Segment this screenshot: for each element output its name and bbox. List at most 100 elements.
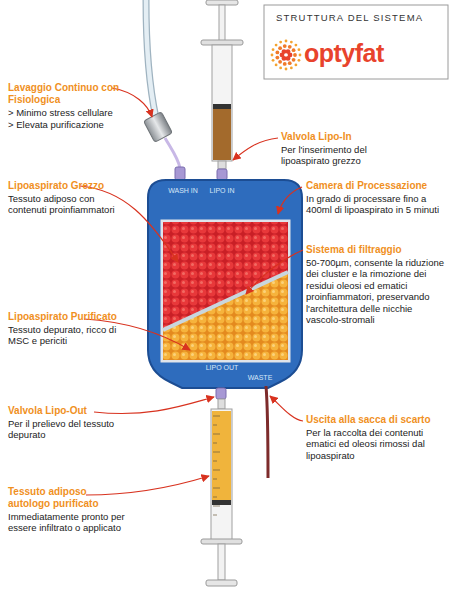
illustration-part bbox=[146, 0, 156, 118]
logo-dot bbox=[272, 59, 275, 62]
callout-text: Per la raccolta dei contenuti ematici ed… bbox=[306, 427, 444, 461]
logo-dot bbox=[285, 68, 288, 71]
port-label: LIPO OUT bbox=[200, 364, 244, 372]
callout-text: > Minimo stress cellulare bbox=[8, 107, 133, 118]
lipo-in-valve bbox=[217, 169, 227, 180]
logo-dot bbox=[286, 49, 291, 54]
brand-logo: optyfat bbox=[304, 38, 444, 68]
callout-text: Tessuto adiposo con contenuti proinfiamm… bbox=[8, 193, 118, 216]
logo-dot bbox=[275, 63, 278, 66]
logo-dot bbox=[275, 56, 279, 60]
graduation-mark bbox=[213, 434, 220, 435]
illustration-part bbox=[144, 112, 173, 143]
illustration-part bbox=[270, 396, 303, 421]
graduation-mark bbox=[213, 506, 220, 507]
callout-text: Immediatamente pronto per essere infiltr… bbox=[8, 511, 130, 534]
illustration-part bbox=[165, 138, 180, 168]
logo-dot bbox=[294, 63, 297, 66]
illustration-part bbox=[246, 250, 303, 294]
illustration-part bbox=[218, 544, 225, 580]
illustration-part bbox=[80, 186, 178, 262]
logo-dot bbox=[285, 40, 288, 43]
callout-text: Per il prelievo del tessuto depurato bbox=[8, 418, 130, 441]
callout-heading: Lipoaspirato Purificato bbox=[8, 311, 128, 323]
illustration-part bbox=[212, 500, 231, 505]
title: STRUTTURA DEL SISTEMA bbox=[276, 12, 423, 23]
logo-dot bbox=[299, 54, 302, 57]
logo-dot bbox=[292, 58, 296, 62]
callout-heading: Valvola Lipo-In bbox=[281, 131, 401, 143]
logo-dot bbox=[283, 62, 287, 66]
graduation-mark bbox=[213, 461, 217, 462]
logo-dot bbox=[293, 53, 297, 57]
graduation-mark bbox=[213, 416, 220, 417]
logo-dot bbox=[283, 44, 287, 48]
illustration-part bbox=[212, 411, 231, 501]
callout-text: 50-700µm, consente la riduzione dei clus… bbox=[306, 257, 448, 325]
illustration-part bbox=[212, 45, 232, 161]
illustration-part bbox=[211, 409, 232, 541]
lipo-out-valve bbox=[216, 388, 226, 399]
callout-text: Per l'inserimento del lipoaspirato grezz… bbox=[281, 144, 406, 167]
illustration-part bbox=[218, 161, 226, 169]
illustration-part bbox=[162, 221, 289, 361]
illustration-part bbox=[213, 108, 231, 160]
callout-heading: Camera di Processazione bbox=[306, 180, 452, 192]
callout-heading: Uscita alla sacca di scarto bbox=[306, 414, 446, 426]
illustration-part bbox=[201, 539, 242, 544]
port-label: WASTE bbox=[240, 374, 280, 382]
logo-dot bbox=[279, 41, 282, 44]
callout-text: > Elevata purificazione bbox=[8, 119, 133, 130]
logo-dot bbox=[294, 44, 297, 47]
logo-dot bbox=[298, 59, 301, 62]
illustration-part bbox=[163, 272, 288, 360]
callout-heading: Tessuto adiposo autologo purificato bbox=[8, 486, 120, 510]
illustration-part bbox=[163, 272, 288, 330]
illustration-part bbox=[219, 5, 225, 43]
logo-dot bbox=[278, 46, 282, 50]
leader-lines bbox=[80, 88, 303, 495]
callout-heading: Lipoaspirato Grezzo bbox=[8, 180, 120, 192]
callout-heading: Lavaggio Continuo con Fisiologica bbox=[8, 82, 120, 106]
logo-dot bbox=[290, 41, 293, 44]
device-body bbox=[148, 180, 302, 388]
callout-heading: Sistema di filtraggio bbox=[306, 244, 446, 256]
logo-dot bbox=[272, 48, 275, 51]
logo-dot bbox=[271, 54, 274, 57]
logo-dot bbox=[279, 67, 282, 70]
logo-dot bbox=[278, 60, 282, 64]
processing-device: WASH INLIPO INLIPO OUTWASTE bbox=[148, 180, 302, 388]
illustration-part bbox=[206, 0, 238, 5]
illustration-part bbox=[94, 397, 214, 414]
illustration-part bbox=[213, 104, 231, 109]
graduation-mark bbox=[213, 479, 217, 480]
output-syringe bbox=[201, 399, 242, 586]
logo-dot bbox=[290, 67, 293, 70]
logo-dot bbox=[298, 48, 301, 51]
title-frame bbox=[264, 5, 448, 79]
callout-heading: Valvola Lipo-Out bbox=[8, 405, 120, 417]
graduation-mark bbox=[213, 515, 217, 516]
waste-tube bbox=[266, 386, 268, 478]
port-label: WASH IN bbox=[166, 187, 200, 195]
logo-dot bbox=[275, 44, 278, 47]
illustration-part bbox=[86, 476, 209, 495]
illustration-part bbox=[146, 0, 156, 118]
graduation-mark bbox=[213, 452, 220, 453]
logo-dot bbox=[275, 51, 279, 55]
callout-text: In grado di processare fino a 400ml di l… bbox=[306, 193, 441, 216]
logo-icon bbox=[271, 40, 302, 71]
processing-chamber bbox=[162, 221, 289, 361]
saline-tube bbox=[144, 0, 180, 168]
graduation-mark bbox=[213, 470, 220, 471]
illustration-part bbox=[201, 40, 243, 45]
illustration-part bbox=[278, 187, 302, 214]
graduation-mark bbox=[213, 443, 217, 444]
logo-dot bbox=[288, 45, 292, 49]
wash-valve bbox=[175, 167, 185, 180]
illustration-part bbox=[233, 138, 278, 160]
input-syringe bbox=[201, 0, 243, 169]
graduation-mark bbox=[213, 497, 217, 498]
illustration-part bbox=[218, 399, 225, 409]
